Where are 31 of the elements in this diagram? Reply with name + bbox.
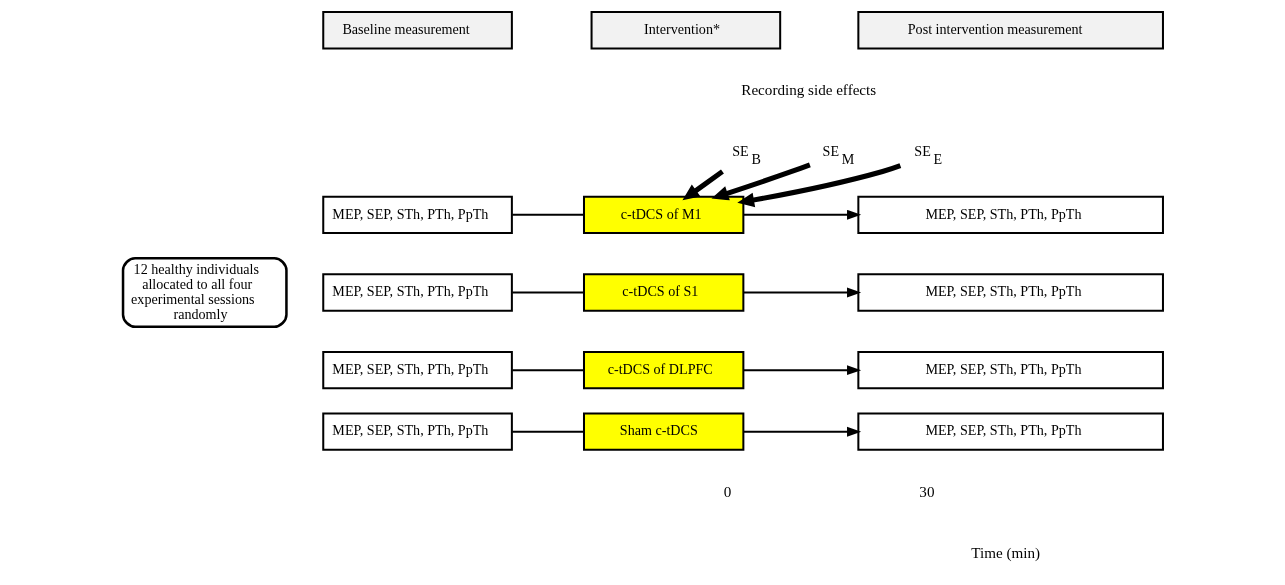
node-box: MEP, SEP, STh, PTh, PpTh [856, 273, 1164, 312]
node-box: MEP, SEP, STh, PTh, PpTh [321, 273, 513, 312]
label: Recording side effects [740, 82, 876, 99]
node-box: Intervention* [590, 11, 781, 50]
node-box: MEP, SEP, STh, PTh, PpTh [856, 351, 1164, 390]
connector [511, 291, 584, 294]
node-box: MEP, SEP, STh, PTh, PpTh [321, 351, 513, 390]
node-box: 12 healthy individuals allocated to all four experimental sessions randomly [121, 256, 288, 329]
connector [511, 213, 584, 216]
arrow [736, 163, 901, 208]
node-box: c-tDCS of M1 [582, 195, 744, 234]
arrow [710, 162, 811, 201]
node-box: Post intervention measurement [856, 11, 1164, 50]
node-box: MEP, SEP, STh, PTh, PpTh [321, 195, 513, 234]
node-box: c-tDCS of DLPFC [582, 351, 744, 390]
label: 0 [723, 483, 731, 500]
connector [511, 430, 584, 433]
label: 30 [918, 483, 934, 500]
label: Time (min) [970, 545, 1040, 562]
arrow [681, 169, 724, 201]
arrow [743, 426, 861, 437]
node-box: Baseline measurement [321, 11, 513, 50]
node-box: MEP, SEP, STh, PTh, PpTh [856, 412, 1164, 451]
node-box: MEP, SEP, STh, PTh, PpTh [856, 195, 1164, 234]
arrow [743, 365, 861, 376]
node-box: MEP, SEP, STh, PTh, PpTh [321, 412, 513, 451]
arrow [743, 287, 861, 298]
node-box: Sham c-tDCS [582, 412, 744, 451]
connector [511, 369, 584, 372]
node-box: c-tDCS of S1 [582, 273, 744, 312]
arrow [743, 209, 861, 220]
